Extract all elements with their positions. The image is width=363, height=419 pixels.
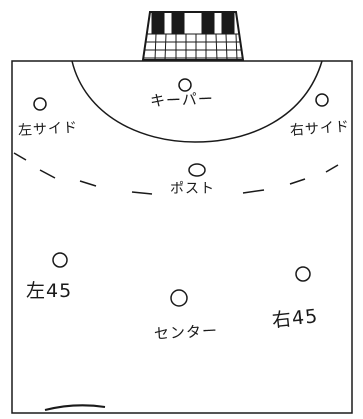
center-back-marker [171, 290, 187, 306]
bottom-mark [45, 405, 105, 410]
right-wing-label: 右サイド [289, 116, 350, 140]
goalkeeper-label: キーパー [150, 88, 215, 111]
court-boundary [12, 61, 352, 413]
right-back-label: 右45 [271, 301, 320, 333]
left-back-label: 左45 [26, 276, 72, 303]
pivot-label: ポスト [170, 178, 215, 198]
right-back-marker [296, 267, 310, 281]
right-wing-marker [316, 94, 328, 106]
left-wing-label: 左サイド [17, 117, 78, 140]
left-wing-marker [34, 98, 46, 110]
pivot-marker [189, 164, 205, 176]
center-back-label: センター [153, 320, 218, 344]
left-back-marker [53, 253, 67, 267]
goal [143, 12, 243, 60]
